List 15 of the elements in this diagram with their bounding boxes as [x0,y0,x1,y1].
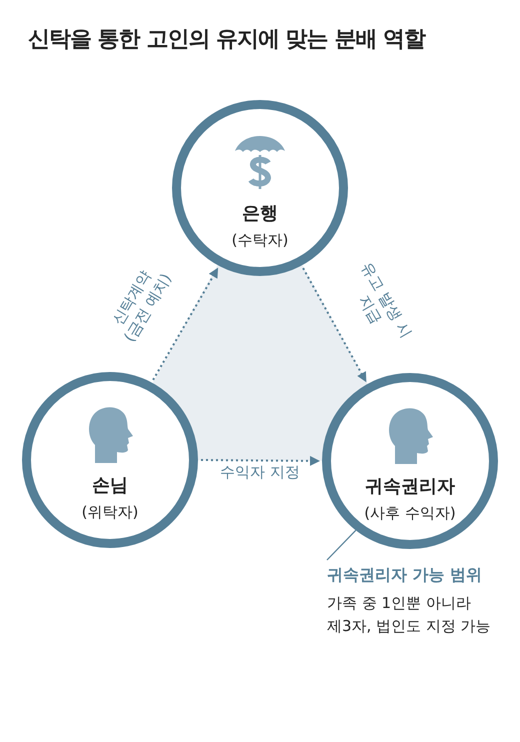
title: 신탁을 통한 고인의 유지에 맞는 분배 역할 [28,26,425,54]
note-text: 가족 중 1인뿐 아니라 제3자, 법인도 지정 가능 [327,593,492,637]
node-subtitle: (위탁자) [80,503,140,522]
node-subtitle: (사후 수익자) [363,504,457,523]
arrow [152,268,218,380]
leader-line [326,530,356,560]
node-title: 손님 [91,474,129,497]
edge-label: 수익자 지정 [219,463,301,482]
arrow [302,268,367,382]
node-title: 은행 [241,202,279,225]
node-title: 귀속권리자 [364,475,456,498]
node-subtitle: (수탁자) [230,231,290,250]
edge-label: 유고 발생 시 지급 [354,258,417,344]
note-heading: 귀속권리자 가능 범위 [327,565,484,586]
arrow [200,456,320,466]
